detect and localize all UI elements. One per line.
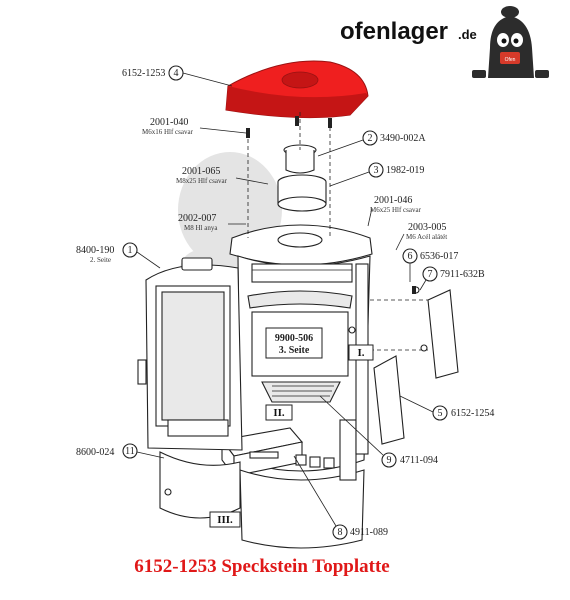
svg-text:3: 3 xyxy=(374,165,379,176)
svg-text:1: 1 xyxy=(128,245,133,256)
callout-2001-040[interactable]: 2001-040 M6x16 Hlf csavar xyxy=(142,117,247,136)
svg-text:6152-1253: 6152-1253 xyxy=(122,68,165,79)
brand-logo[interactable]: ofenlager .de Ofen xyxy=(340,6,549,78)
svg-text:2003-005: 2003-005 xyxy=(408,222,446,233)
mascot-icon: Ofen xyxy=(472,6,549,78)
callout-2002-007[interactable]: 2002-007 M8 Hl anya xyxy=(178,213,246,232)
part-caption: 6152-1253 Speckstein Topplatte xyxy=(134,556,389,577)
callout-6152-1254[interactable]: 5 6152-1254 xyxy=(399,395,494,421)
svg-text:M6x16 Hlf csavar: M6x16 Hlf csavar xyxy=(142,128,194,136)
svg-text:5: 5 xyxy=(438,408,443,419)
callout-1982-019[interactable]: 3 1982-019 xyxy=(329,162,424,187)
svg-text:2. Seite: 2. Seite xyxy=(90,256,111,264)
svg-text:4: 4 xyxy=(174,68,179,79)
svg-text:9900-506: 9900-506 xyxy=(275,333,313,344)
callout-2001-046[interactable]: 2001-046 M6x25 Hlf csavar xyxy=(367,195,422,227)
svg-text:I.: I. xyxy=(357,347,364,359)
svg-text:2001-046: 2001-046 xyxy=(374,195,412,206)
callout-9900-506[interactable]: 9900-506 3. Seite xyxy=(265,327,323,359)
callout-2001-065[interactable]: 2001-065 M8x25 Hlf csavar xyxy=(176,166,269,185)
callout-2003-005[interactable]: 2003-005 M6 Acél alátét xyxy=(395,222,447,251)
svg-text:6152-1254: 6152-1254 xyxy=(451,408,494,419)
callout-3490-002A[interactable]: 2 3490-002A xyxy=(317,130,426,157)
svg-text:4911-089: 4911-089 xyxy=(350,527,388,538)
callout-8400-190[interactable]: 8400-190 2. Seite 1 xyxy=(76,242,161,269)
svg-text:M8x25 Hlf csavar: M8x25 Hlf csavar xyxy=(176,177,228,185)
callout-7911-632B[interactable]: 7 7911-632B xyxy=(419,266,485,291)
section-marker-2: II. xyxy=(265,404,293,421)
section-marker-3: III. xyxy=(209,511,241,528)
svg-text:7911-632B: 7911-632B xyxy=(440,269,485,280)
svg-text:1982-019: 1982-019 xyxy=(386,165,424,176)
svg-text:11: 11 xyxy=(125,446,135,457)
brand-name: ofenlager xyxy=(340,18,448,45)
svg-text:2002-007: 2002-007 xyxy=(178,213,216,224)
svg-text:6536-017: 6536-017 xyxy=(420,251,458,262)
callout-4711-094[interactable]: 9 4711-094 xyxy=(319,395,438,468)
svg-text:6: 6 xyxy=(408,251,413,262)
svg-text:2001-040: 2001-040 xyxy=(150,117,188,128)
svg-text:2001-065: 2001-065 xyxy=(182,166,220,177)
svg-text:3. Seite: 3. Seite xyxy=(279,345,310,356)
section-marker-1: I. xyxy=(348,344,374,361)
callout-8600-024[interactable]: 8600-024 11 xyxy=(76,443,165,459)
svg-text:4711-094: 4711-094 xyxy=(400,455,438,466)
svg-text:8400-190: 8400-190 xyxy=(76,245,114,256)
lower-door xyxy=(159,451,241,519)
side-panels xyxy=(370,286,459,445)
svg-text:8: 8 xyxy=(338,527,343,538)
svg-text:8600-024: 8600-024 xyxy=(76,447,114,458)
brand-tld: .de xyxy=(458,27,477,42)
svg-text:7: 7 xyxy=(428,269,433,280)
svg-text:2: 2 xyxy=(368,133,373,144)
svg-text:M6 Acél alátét: M6 Acél alátét xyxy=(406,233,447,241)
stove-door xyxy=(137,257,243,451)
svg-text:9: 9 xyxy=(387,455,392,466)
callout-6152-1253[interactable]: 6152-1253 4 xyxy=(122,65,233,87)
svg-text:M8 Hl anya: M8 Hl anya xyxy=(184,224,218,232)
svg-text:M6x25 Hlf csavar: M6x25 Hlf csavar xyxy=(370,206,422,214)
svg-text:III.: III. xyxy=(217,514,233,526)
svg-text:3490-002A: 3490-002A xyxy=(380,133,426,144)
callout-6536-017[interactable]: 6 6536-017 xyxy=(402,248,458,282)
svg-text:II.: II. xyxy=(273,407,285,419)
callout-4911-089[interactable]: 8 4911-089 xyxy=(293,455,388,540)
mascot-text: Ofen xyxy=(505,57,516,63)
top-plate-highlighted[interactable] xyxy=(225,60,369,119)
